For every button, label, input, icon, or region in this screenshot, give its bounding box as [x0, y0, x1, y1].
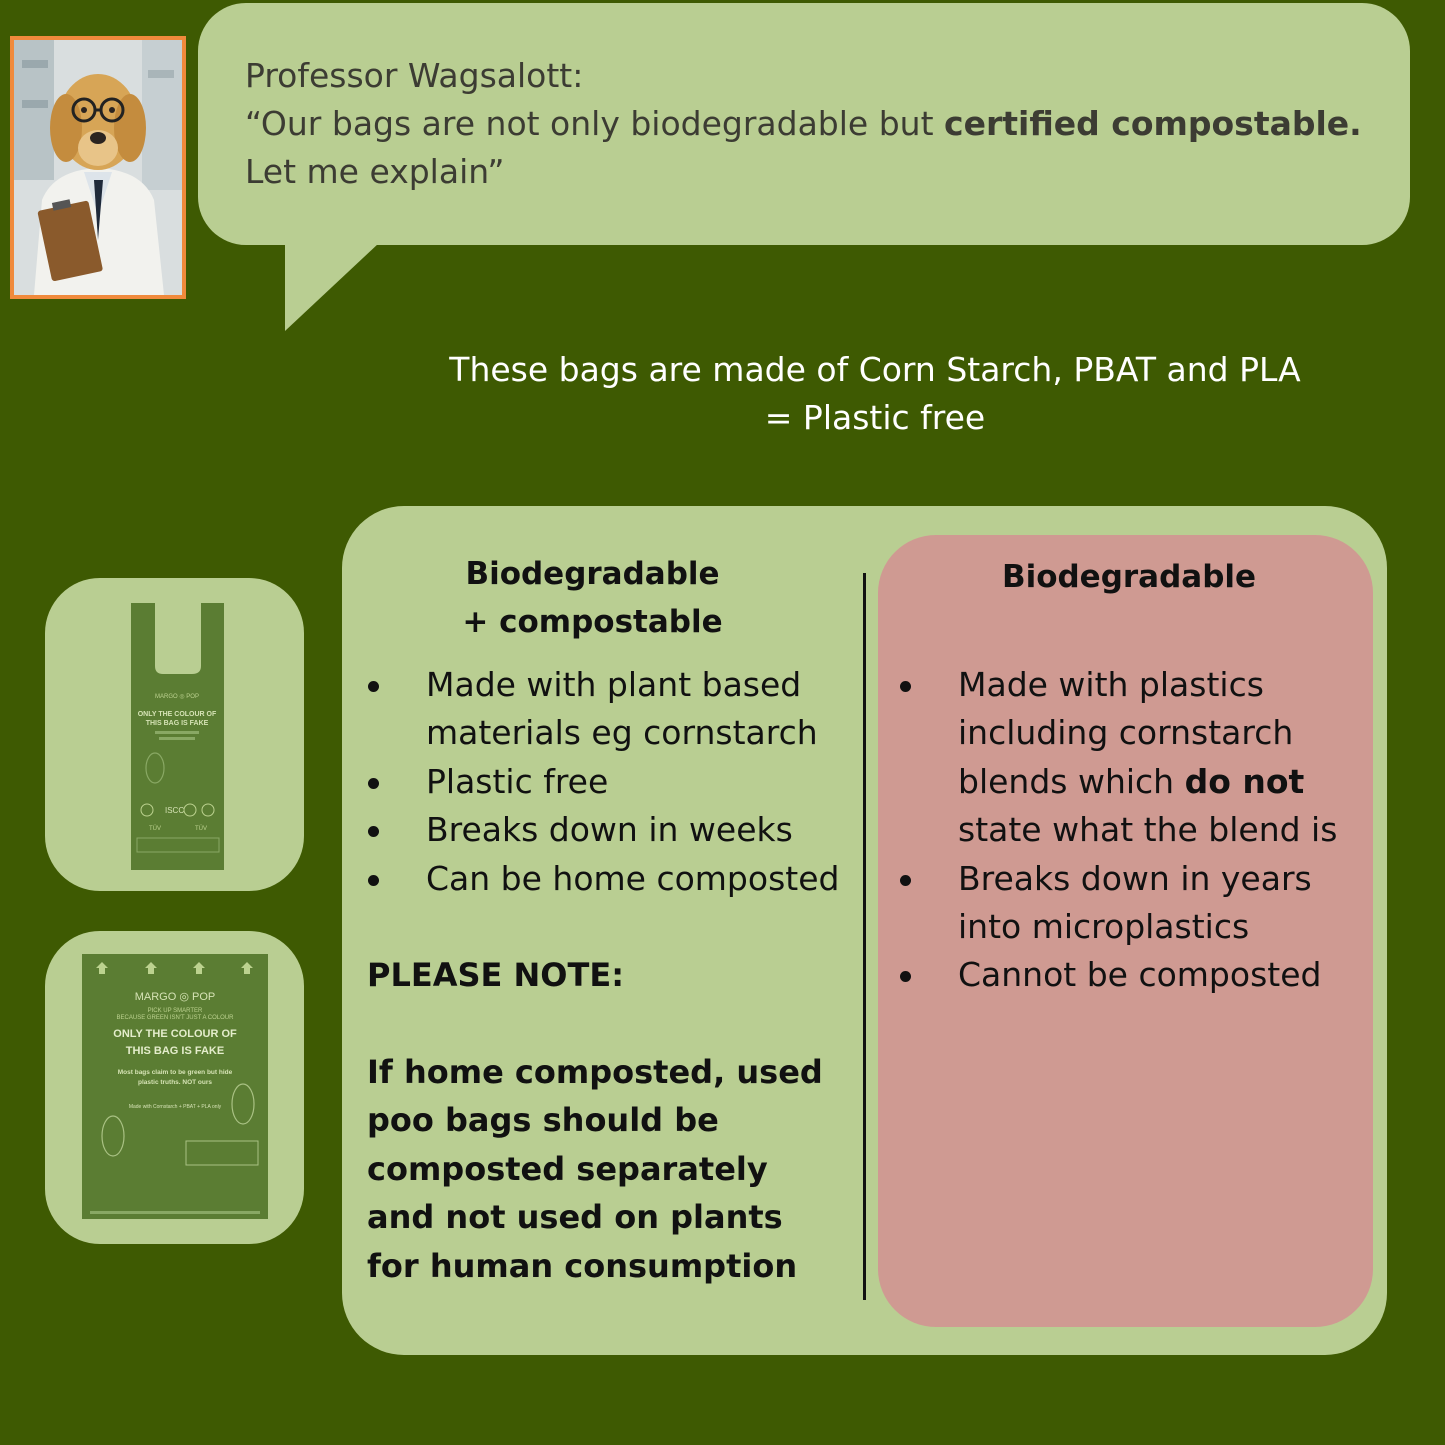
tall-bag-brand-2: POP [186, 694, 199, 700]
quote-text: “Our bags are not only biodegradable but [245, 104, 945, 143]
bag-tall-thumbnail: MARGO ◎ POP ONLY THE COLOUR OF THIS BAG … [45, 578, 304, 891]
biodegradable-item: Made with plastics including cornstarch … [900, 661, 1355, 855]
compostable-item: Can be home composted [368, 855, 853, 903]
compostable-item: Plastic free [368, 758, 853, 806]
tall-bag-cert-2: TÜV [149, 825, 161, 832]
biodegradable-list: Made with plastics including cornstarch … [900, 661, 1355, 1000]
compostable-title-line-1: Biodegradable [465, 556, 720, 592]
speaker-name: Professor Wagsalott: [245, 56, 584, 95]
note-heading: PLEASE NOTE: [367, 956, 624, 994]
tall-bag-brand: MARGO [155, 694, 178, 700]
biodegradable-item-emphasis: do not [1184, 761, 1305, 801]
compostable-title-line-2: + compostable [462, 604, 723, 640]
plastic-free-line: = Plastic free [764, 398, 986, 437]
biodegradable-title: Biodegradable [1001, 559, 1257, 595]
flat-bag-headline-1: ONLY THE COLOUR OF [113, 1028, 237, 1040]
biodegradable-item: Cannot be composted [900, 951, 1355, 999]
compostable-item: Breaks down in weeks [368, 806, 853, 854]
bag-flat-thumbnail: MARGO ◎ POP PICK UP SMARTER BECAUSE GREE… [45, 931, 304, 1244]
speech-bubble-tail [285, 243, 379, 331]
biodegradable-panel [878, 535, 1373, 1327]
professor-quote: Professor Wagsalott: “Our bags are not on… [245, 52, 1362, 196]
flat-bag-image: MARGO ◎ POP PICK UP SMARTER BECAUSE GREE… [82, 954, 268, 1219]
svg-text:MARGO ◎ POP: MARGO ◎ POP [155, 694, 199, 700]
professor-dog-illustration [14, 40, 182, 295]
flat-bag-headline-2: THIS BAG IS FAKE [126, 1045, 224, 1057]
professor-portrait [10, 36, 186, 299]
quote-ending: Let me explain” [245, 152, 505, 191]
flat-bag-tagline-2: BECAUSE GREEN ISN'T JUST A COLOUR [117, 1015, 235, 1021]
materials-statement: These bags are made of Corn Starch, PBAT… [445, 346, 1305, 442]
note-body: If home composted, used poo bags should … [367, 1053, 823, 1285]
tall-bag-headline-1: ONLY THE COLOUR OF [138, 711, 217, 718]
materials-line: These bags are made of Corn Starch, PBAT… [449, 350, 1301, 389]
tall-bag-headline-2: THIS BAG IS FAKE [146, 720, 209, 727]
tall-bag-image: MARGO ◎ POP ONLY THE COLOUR OF THIS BAG … [131, 603, 224, 870]
column-divider [863, 573, 866, 1300]
compostable-list: Made with plant based materials eg corns… [368, 661, 853, 903]
compostable-item: Made with plant based materials eg corns… [368, 661, 853, 758]
flat-bag-brand: MARGO [135, 991, 177, 1003]
biodegradable-item-tail: state what the blend is [958, 810, 1338, 850]
tall-bag-cert: ISCC [165, 806, 184, 815]
tall-bag-cert-3: TÜV [195, 825, 207, 832]
biodegradable-item-text: Made with plastics including cornstarch … [958, 665, 1294, 801]
quote-emphasis: certified compostable. [944, 104, 1362, 143]
flat-bag-sub-2: plastic truths. NOT ours [138, 1079, 212, 1086]
speech-bubble [198, 3, 1410, 245]
flat-bag-sub-1: Most bags claim to be green but hide [118, 1069, 233, 1076]
flat-bag-made-with: Made with Cornstarch + PBAT + PLA only [129, 1104, 222, 1110]
flat-bag-brand-2: POP [192, 991, 215, 1003]
compostable-title: Biodegradable + compostable [430, 550, 755, 646]
flat-bag-tagline-1: PICK UP SMARTER [148, 1008, 203, 1014]
biodegradable-item: Breaks down in years into microplastics [900, 855, 1355, 952]
svg-text:MARGO ◎ POP: MARGO ◎ POP [135, 991, 216, 1003]
